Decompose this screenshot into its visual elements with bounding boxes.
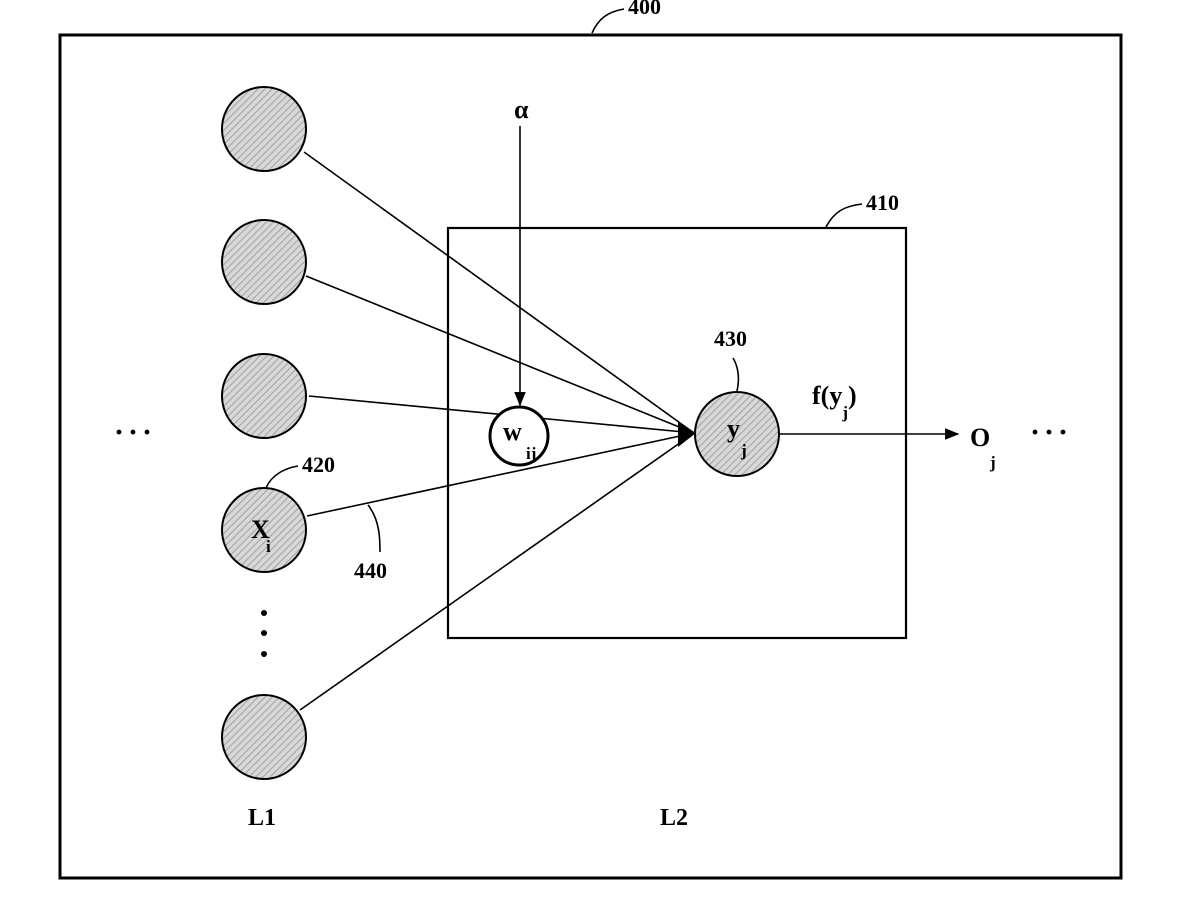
convergence-arrowhead: [678, 422, 696, 447]
input-node-2: [222, 220, 306, 304]
sum-subscript: j: [740, 441, 747, 460]
alpha-label: α: [514, 95, 529, 124]
activation-prefix: f(y: [812, 381, 842, 410]
layer-label-l2: L2: [660, 805, 688, 831]
right-ellipsis: ···: [1030, 416, 1072, 449]
connection-ref-label: 440: [354, 558, 387, 583]
sum-node-leader: [733, 358, 738, 391]
outer-frame: [60, 35, 1121, 878]
sum-node-ref-label: 430: [714, 326, 747, 351]
input-node-last: [222, 695, 306, 779]
outer-frame-ref-label: 400: [628, 0, 661, 19]
connection-leader: [368, 505, 380, 552]
weight-subscript: ij: [526, 444, 536, 463]
input-subscript: i: [266, 537, 271, 556]
left-ellipsis: ···: [114, 416, 156, 449]
output-symbol: O: [970, 423, 990, 452]
input-node-ref-label: 420: [302, 452, 335, 477]
sum-symbol: y: [727, 414, 740, 443]
output-subscript: j: [989, 453, 996, 472]
vertical-ellipsis-dot-3: [261, 651, 267, 657]
activation-function-label: f(yj): [812, 381, 857, 422]
inner-box-ref-label: 410: [866, 190, 899, 215]
vertical-ellipsis-dot-2: [261, 630, 267, 636]
input-node-3: [222, 354, 306, 438]
input-node-1: [222, 87, 306, 171]
outer-frame-leader: [592, 9, 624, 33]
activation-suffix: ): [848, 381, 857, 410]
layer-label-l1: L1: [248, 805, 276, 831]
connection-line-2: [306, 276, 694, 433]
inner-box-leader: [826, 204, 862, 227]
activation-subscript: j: [841, 403, 848, 422]
input-node-leader: [266, 466, 298, 488]
vertical-ellipsis-dot-1: [261, 610, 267, 616]
weight-symbol: w: [503, 417, 522, 446]
connection-line-1: [304, 152, 694, 433]
